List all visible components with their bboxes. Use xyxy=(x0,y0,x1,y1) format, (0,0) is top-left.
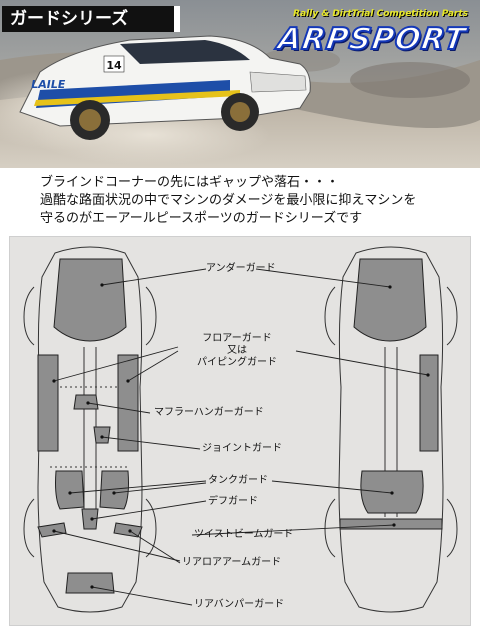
label-twist-beam-guard: ツイストビームガード xyxy=(194,529,294,540)
intro-line: 過酷な路面状況の中でマシンのダメージを最小限に抑えマシンを xyxy=(40,193,417,208)
label-rear-bumper-guard: リアバンパーガード xyxy=(194,599,285,610)
label-floor-guard-line2: 又は xyxy=(227,345,247,356)
floor-guard-shape-left-a xyxy=(37,354,59,452)
twist-beam-guard-shape xyxy=(339,518,443,530)
muffler-hanger-guard-shape xyxy=(73,394,99,410)
label-floor-guard-line3: パイピングガード xyxy=(197,357,277,368)
guard-diagram: アンダーガード フロアーガード 又は パイピングガード マフラーハンガーガード … xyxy=(9,236,471,626)
intro-line: ブラインドコーナーの先にはギャップや落石・・・ xyxy=(40,175,340,190)
rally-car-illustration: 14 LAILE xyxy=(0,0,480,168)
rear-lower-arm-guard-shape-b xyxy=(113,522,143,538)
label-diff-guard: デフガード xyxy=(208,496,258,507)
label-rear-lower-arm-guard: リアロアアームガード xyxy=(182,557,282,568)
label-floor-guard-line1: フロアーガード xyxy=(202,333,272,344)
label-tank-guard: タンクガード xyxy=(208,475,268,486)
label-muffler-hanger-guard: マフラーハンガーガード xyxy=(154,407,264,418)
under-guard-shape-right xyxy=(353,258,427,342)
diff-guard-shape xyxy=(81,508,99,530)
rear-lower-arm-guard-shape-a xyxy=(37,522,67,538)
brand-logo: ARPSPORT xyxy=(275,21,470,58)
label-joint-guard: ジョイントガード xyxy=(202,443,282,454)
hero-rally-photo: 14 LAILE ガードシリーズ Rally & DirtTrial Compe… xyxy=(0,0,480,168)
car-number-text: 14 xyxy=(106,59,122,72)
underbody-diagram xyxy=(23,246,458,613)
floor-guard-shape-right xyxy=(419,354,439,452)
tank-guard-shape-left-b xyxy=(99,470,129,510)
rear-bumper-guard-shape xyxy=(65,572,115,594)
sponsor-logo-text: LAILE xyxy=(30,78,66,91)
tagline: Rally & DirtTrial Competition Parts xyxy=(293,9,468,19)
tank-guard-shape-left-a xyxy=(55,470,85,510)
floor-guard-shape-left-b xyxy=(117,354,139,452)
intro-text: ブラインドコーナーの先にはギャップや落石・・・ 過酷な路面状況の中でマシンのダメ… xyxy=(40,174,470,228)
joint-guard-shape xyxy=(93,426,111,444)
label-floor-guard: フロアーガード 又は パイピングガード xyxy=(182,333,292,369)
label-under-guard: アンダーガード xyxy=(206,263,276,274)
series-title: ガードシリーズ xyxy=(2,6,180,32)
intro-line: 守るのがエーアールピースポーツのガードシリーズです xyxy=(40,211,363,226)
under-guard-shape-left xyxy=(53,258,127,342)
